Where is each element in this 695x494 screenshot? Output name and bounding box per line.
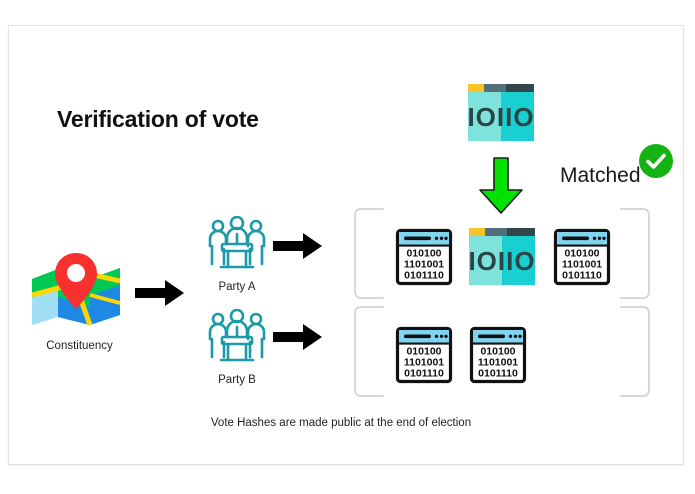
matched-label: Matched [560, 163, 641, 187]
matched-binary-text: IOIIO [469, 246, 535, 276]
hash-items-top: 010100 1101001 0101110 IOIIO [353, 220, 651, 288]
slide-canvas: Verification of vote [8, 25, 684, 465]
matched-hash-icon: IOIIO [469, 228, 535, 285]
hash-line-3: 0101110 [404, 368, 444, 380]
binary-hash-window-icon: 010100 1101001 0101110 [395, 326, 453, 384]
hash-row-brackets [354, 208, 650, 299]
hash-line-3: 0101110 [562, 270, 602, 282]
party-b-group: Party B [201, 308, 273, 386]
green-check-circle-icon [638, 144, 673, 183]
caption-text: Vote Hashes are made public at the end o… [210, 417, 472, 429]
constituency-group: Constituency [27, 251, 132, 352]
podium-people-icon [206, 308, 268, 371]
hash-line-3: 0101110 [404, 270, 444, 282]
party-a-group: Party A [201, 215, 273, 293]
reference-binary-text: IOIIO [468, 102, 534, 132]
binary-hash-window-icon: 010100 1101001 0101110 [553, 228, 611, 286]
binary-hash-window-icon: 010100 1101001 0101110 [395, 228, 453, 286]
hash-line-2: 1101001 [562, 259, 602, 271]
hash-line-1: 010100 [480, 346, 515, 358]
party-b-arrow [273, 322, 323, 352]
constituency-to-party-arrow [135, 278, 185, 308]
hash-items-bottom: 010100 1101001 0101110 010100 1101001 [353, 318, 651, 386]
hash-line-2: 1101001 [404, 259, 444, 271]
hash-line-2: 1101001 [478, 357, 518, 369]
party-a-label: Party A [218, 281, 256, 293]
party-a-hash-row: 010100 1101001 0101110 IOIIO [353, 206, 651, 301]
map-pin-icon [28, 253, 132, 333]
hash-line-3: 0101110 [478, 368, 518, 380]
party-a-arrow [273, 231, 323, 261]
binary-hash-window-icon: 010100 1101001 0101110 [469, 326, 527, 384]
reference-hash-icon: IOIIO [467, 84, 534, 146]
party-b-hash-row: 010100 1101001 0101110 010100 1101001 [353, 304, 651, 399]
page-title: Verification of vote [57, 106, 259, 132]
party-b-label: Party B [218, 374, 256, 386]
matched-status-group: Matched [560, 144, 679, 195]
constituency-label: Constituency [46, 340, 113, 352]
hash-line-1: 010100 [406, 248, 441, 260]
verification-down-arrow [477, 156, 525, 221]
podium-people-icon [206, 215, 268, 278]
hash-line-1: 010100 [564, 248, 599, 260]
hash-line-1: 010100 [406, 346, 441, 358]
hash-line-2: 1101001 [404, 357, 444, 369]
hash-row-brackets [354, 306, 650, 397]
